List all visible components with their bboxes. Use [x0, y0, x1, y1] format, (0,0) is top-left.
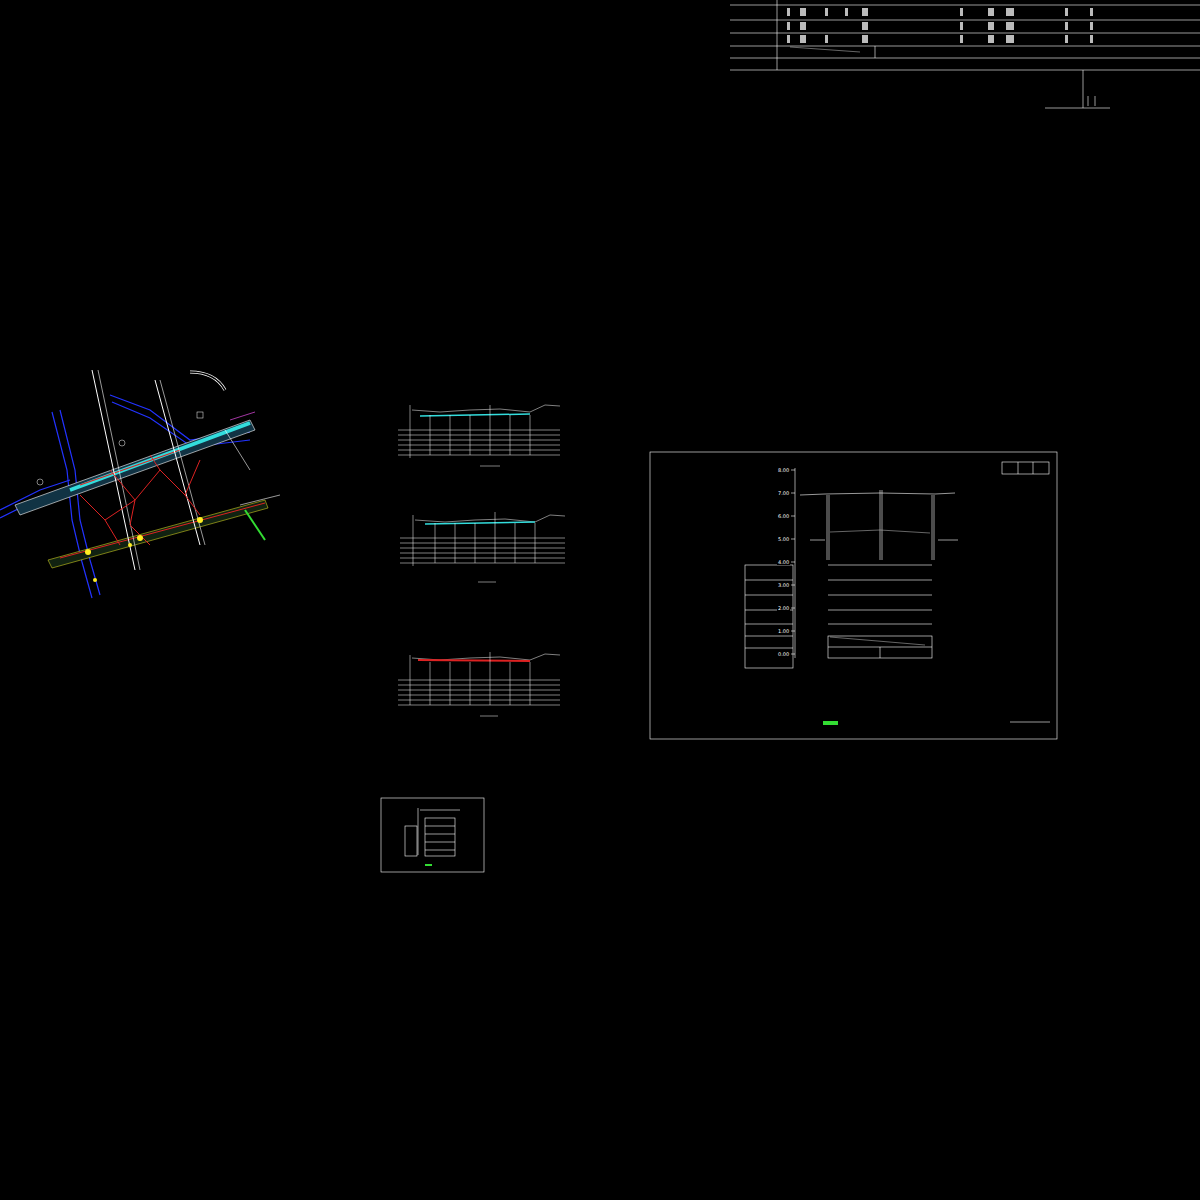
axis-value: 8.00 — [777, 468, 790, 473]
axis-value: 1.00 — [777, 629, 790, 634]
longitudinal-profiles — [398, 405, 565, 716]
axis-value: 4.00 — [777, 560, 790, 565]
small-sheet — [381, 798, 484, 872]
axis-value: 0.00 — [777, 652, 790, 657]
axis-value: 5.00 — [777, 537, 790, 542]
section-sheet — [650, 452, 1057, 739]
axis-value: 6.00 — [777, 514, 790, 519]
site-plan — [0, 370, 280, 598]
table-marks — [787, 8, 1093, 43]
axis-value: 3.00 — [777, 583, 790, 588]
profile-table — [730, 0, 1200, 108]
axis-value: 2.00 — [777, 606, 790, 611]
axis-value: 7.00 — [777, 491, 790, 496]
